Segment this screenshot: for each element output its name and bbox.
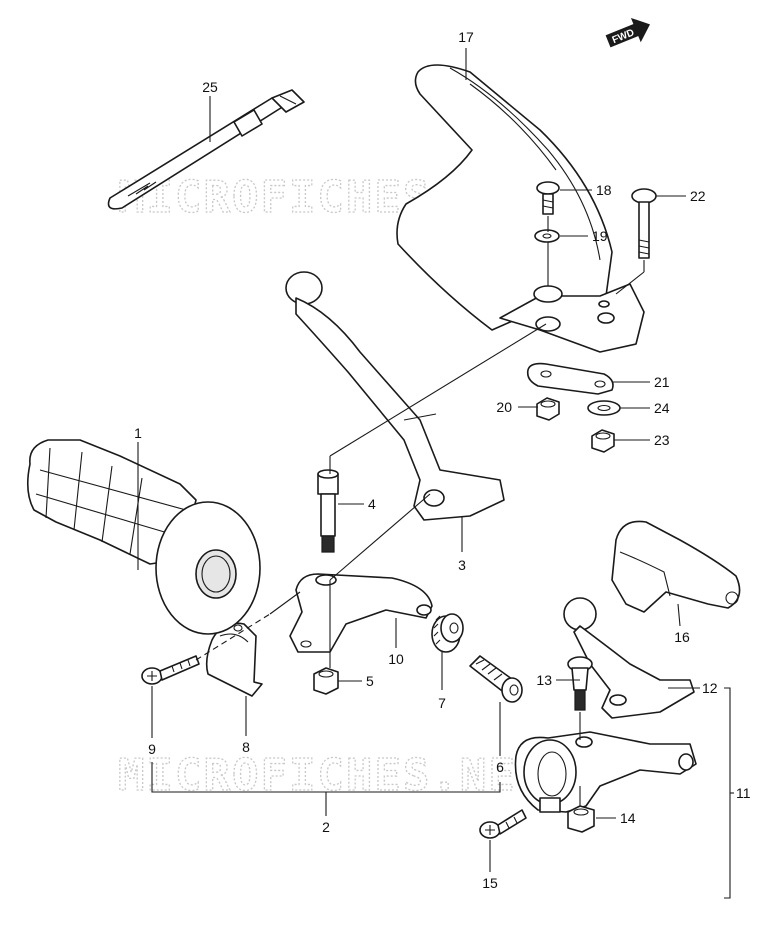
callout-16: 16 <box>674 629 690 645</box>
callout-8: 8 <box>242 739 250 755</box>
callout-3: 3 <box>458 557 466 573</box>
nut-14-part <box>567 805 595 833</box>
callout-2: 2 <box>322 819 330 835</box>
callout-23: 23 <box>654 432 670 448</box>
lock-nut-7-part <box>431 613 464 653</box>
callout-4: 4 <box>368 496 376 512</box>
callout-22: 22 <box>690 188 706 204</box>
nut-23-part <box>591 429 615 453</box>
lever-boot-part <box>611 520 741 613</box>
callout-6: 6 <box>496 759 504 775</box>
callout-18: 18 <box>596 182 612 198</box>
callout-10: 10 <box>388 651 404 667</box>
callout-labels: 1 2 3 4 5 6 7 8 9 10 11 12 13 14 15 16 1… <box>134 29 751 891</box>
lever-holder-part <box>514 731 697 813</box>
callout-21: 21 <box>654 374 670 390</box>
callout-12: 12 <box>702 680 718 696</box>
callout-9: 9 <box>148 741 156 757</box>
lever-bracket-part <box>289 573 433 653</box>
clutch-lever-part <box>285 271 505 521</box>
callout-25: 25 <box>202 79 218 95</box>
callout-7: 7 <box>438 695 446 711</box>
callout-15: 15 <box>482 875 498 891</box>
callout-11: 11 <box>736 785 751 801</box>
plate-21-part <box>526 362 614 395</box>
fwd-arrow-icon: FWD <box>605 17 651 48</box>
bolt-22-part <box>631 188 657 259</box>
callout-5: 5 <box>366 673 374 689</box>
washer-24-part <box>587 400 621 416</box>
lever-12-part <box>563 597 695 719</box>
grip-part <box>26 439 261 635</box>
cable-tie-part <box>107 89 305 210</box>
callout-17: 17 <box>458 29 474 45</box>
callout-13: 13 <box>536 672 552 688</box>
callout-leaders <box>137 48 734 899</box>
washer-19-part <box>534 229 560 243</box>
screw-18-part <box>536 181 560 215</box>
watermark-bottom: MICROFICHES.NET <box>118 750 545 801</box>
callout-24: 24 <box>654 400 670 416</box>
assembly-lines <box>195 216 645 806</box>
callout-20: 20 <box>496 399 512 415</box>
nut-5-part <box>313 667 339 695</box>
hand-guard-part <box>396 64 645 353</box>
pivot-bolt-4-part <box>317 469 339 553</box>
callout-14: 14 <box>620 810 636 826</box>
pivot-bolt-13-part <box>567 656 593 711</box>
screw-9-part <box>141 655 200 685</box>
callout-19: 19 <box>592 228 608 244</box>
callout-1: 1 <box>134 425 142 441</box>
nut-20-part <box>536 397 560 421</box>
screw-15-part <box>479 809 527 839</box>
adjuster-bolt-6-part <box>469 655 523 703</box>
fwd-label: FWD <box>611 27 636 46</box>
